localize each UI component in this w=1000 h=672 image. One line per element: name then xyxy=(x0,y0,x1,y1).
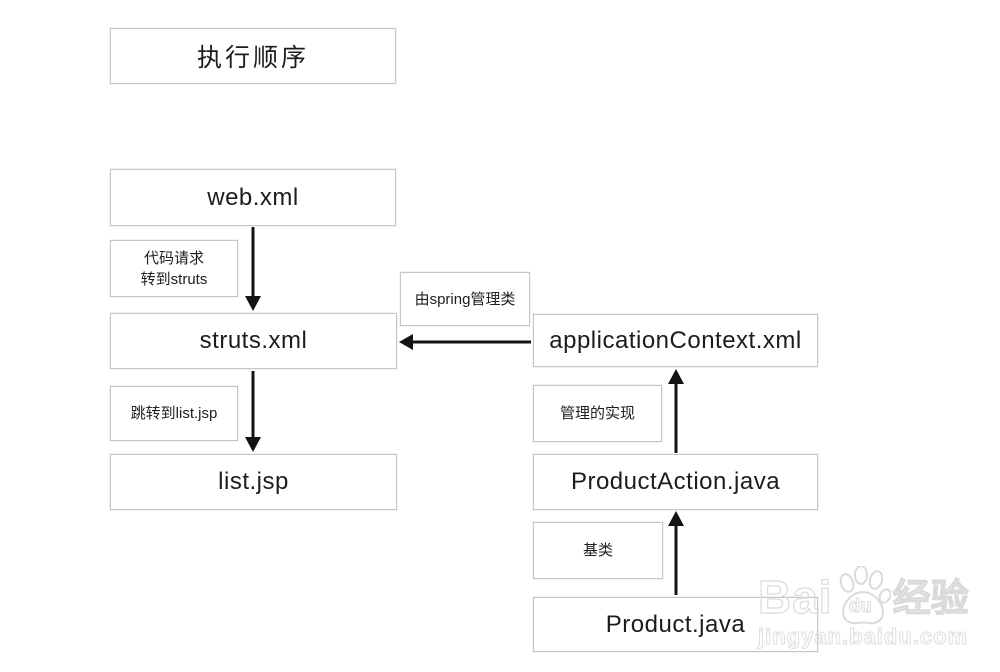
watermark-du-text: du xyxy=(848,596,872,618)
watermark-site-url: jingyan.baidu.com xyxy=(758,624,969,650)
diagram-title: 执行顺序 xyxy=(110,28,396,84)
watermark-bai-text: Bai xyxy=(757,571,833,623)
baidu-paw-icon: du xyxy=(835,565,892,626)
node-application-context-xml: applicationContext.xml xyxy=(533,314,818,367)
edge-label-managed-impl: 管理的实现 xyxy=(533,385,662,442)
arrow-paction-to-appctx xyxy=(668,369,684,453)
arrow-product-to-paction xyxy=(668,511,684,595)
node-web-xml: web.xml xyxy=(110,169,396,226)
edge-label-web-to-struts: 代码请求 转到struts xyxy=(110,240,238,297)
node-list-jsp: list.jsp xyxy=(110,454,397,510)
node-product-action-java: ProductAction.java xyxy=(533,454,818,510)
baidu-jingyan-watermark: Bai du 经验 jingyan.baidu.com xyxy=(757,565,993,650)
edge-label-line: 代码请求 xyxy=(143,249,204,267)
node-product-java: Product.java xyxy=(533,597,818,652)
arrow-appctx-to-struts xyxy=(399,334,531,350)
arrow-struts-to-list xyxy=(245,371,261,452)
watermark-brand-line: Bai du 经验 xyxy=(757,565,993,625)
node-struts-xml: struts.xml xyxy=(110,313,397,369)
arrow-web-to-struts xyxy=(245,227,261,311)
edge-label-line: 转到struts xyxy=(140,270,208,288)
edge-label-struts-to-list: 跳转到list.jsp xyxy=(110,386,238,441)
edge-label-spring-managed: 由spring管理类 xyxy=(400,272,530,326)
watermark-jingyan-text: 经验 xyxy=(892,577,969,620)
edge-label-base-class: 基类 xyxy=(533,522,663,579)
